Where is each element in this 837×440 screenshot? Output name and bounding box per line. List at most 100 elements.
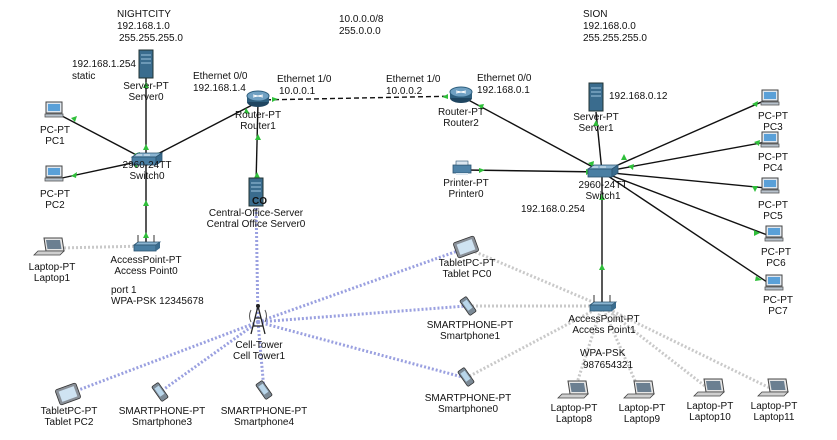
co-tag: CO [252,196,267,207]
ap0-label[interactable]: AccessPoint-PT Access Point0 [106,255,186,277]
smartphone1-icon[interactable] [459,295,477,317]
device-name: Tablet PC2 [44,417,94,428]
pc4-label[interactable]: PC-PT PC4 [748,152,798,174]
server1-ip-note: 192.168.0.12 [609,91,668,102]
status-indicator [71,116,77,122]
status-indicator [628,164,634,170]
accesspoint1-icon[interactable] [589,294,617,312]
router1-label[interactable]: Router-PT Router1 [228,110,288,132]
pc5-label[interactable]: PC-PT PC5 [748,200,798,222]
celltower-label[interactable]: Cell-Tower Cell Tower1 [224,340,294,362]
status-indicator [143,232,149,238]
router2-wan-if: Ethernet 1/0 [386,74,441,85]
co-server-label[interactable]: Central-Office-Server Central Office Ser… [196,208,316,230]
laptop11-icon[interactable] [757,378,789,397]
printer0-label[interactable]: Printer-PT Printer0 [436,178,496,200]
link-printer0-switch1[interactable] [465,169,603,173]
pc4-icon[interactable] [760,131,780,148]
device-type: SMARTPHONE-PT [424,393,512,404]
status-indicator [599,194,605,200]
laptop10-label[interactable]: Laptop-PT Laptop10 [680,401,740,423]
pc2-icon[interactable] [44,165,64,182]
tablet2-label[interactable]: TabletPC-PT Tablet PC2 [34,406,104,428]
link-pc6-switch1[interactable] [601,171,771,237]
network-ip-sion: 192.168.0.0 [583,21,636,32]
server1-label[interactable]: Server-PT Server1 [566,112,626,134]
pc6-label[interactable]: PC-PT PC6 [751,247,801,269]
device-type: Laptop-PT [28,262,76,273]
pc7-icon[interactable] [764,274,784,291]
server0-icon[interactable] [138,49,154,79]
server0-label[interactable]: Server-PT Server0 [118,81,174,103]
pc1-icon[interactable] [44,101,64,118]
link-pc5-switch1[interactable] [601,171,767,189]
laptop9-label[interactable]: Laptop-PT Laptop9 [612,403,672,425]
link-pc3-switch1[interactable] [601,99,767,173]
link-router2-switch1[interactable] [460,95,603,173]
ap1-label[interactable]: AccessPoint-PT Access Point1 [564,314,644,336]
tablet2-icon[interactable] [54,382,82,406]
laptop1-icon[interactable] [33,237,65,256]
link-router1-switch0[interactable] [145,101,259,161]
switch0-label[interactable]: 2960-24TT Switch0 [112,160,182,182]
status-indicator [599,264,605,270]
network-mask-nightcity: 255.255.255.0 [119,33,183,44]
device-type: PC-PT [758,200,788,211]
router1-wan-ip: 10.0.0.1 [279,86,316,97]
pc5-icon[interactable] [760,177,780,194]
link-router1-router2[interactable] [257,95,462,101]
device-type: Laptop-PT [618,403,666,414]
smartphone0-icon[interactable] [457,366,475,388]
switch1-icon[interactable] [587,164,619,178]
status-indicator [478,104,484,110]
printer0-icon[interactable] [452,160,472,176]
link-pc1-switch0[interactable] [61,115,147,161]
device-name: Smartphone1 [439,331,501,342]
device-type: Laptop-PT [686,401,734,412]
smartphone1-label[interactable]: SMARTPHONE-PT Smartphone1 [420,320,520,342]
smartphone4-label[interactable]: SMARTPHONE-PT Smartphone4 [214,406,314,428]
status-indicator [143,82,149,88]
router1-icon[interactable] [246,90,270,108]
laptop1-label[interactable]: Laptop-PT Laptop1 [22,262,82,284]
device-type: Cell-Tower [235,340,283,351]
pc3-label[interactable]: PC-PT PC3 [748,111,798,133]
tablet0-label[interactable]: TabletPC-PT Tablet PC0 [432,258,502,280]
laptop9-icon[interactable] [623,380,655,399]
laptop10-icon[interactable] [693,378,725,397]
router2-label[interactable]: Router-PT Router2 [431,107,491,129]
smartphone3-label[interactable]: SMARTPHONE-PT Smartphone3 [112,406,212,428]
cell-tower-icon[interactable] [249,304,267,335]
link-router1-coserver[interactable] [255,101,259,185]
device-name: PC4 [763,163,783,174]
tablet0-icon[interactable] [452,235,480,259]
pc2-label[interactable]: PC-PT PC2 [30,189,80,211]
status-indicator [588,161,594,167]
network-mask-sion: 255.255.255.0 [583,33,647,44]
laptop11-label[interactable]: Laptop-PT Laptop11 [744,401,804,423]
cell-tower-tablet0 [257,246,467,324]
device-type: Printer-PT [443,178,489,189]
device-name: Router1 [240,121,276,132]
device-type: AccessPoint-PT [110,255,182,266]
switch1-label[interactable]: 2960-24TT Switch1 [568,180,638,202]
device-type: Server-PT [573,112,619,123]
ap0-port-note: port 1 [111,285,137,296]
server1-icon[interactable] [588,82,604,112]
accesspoint0-icon[interactable] [133,234,161,252]
wireless-ap1-laptop8 [572,305,604,393]
link-pc7-switch1[interactable] [601,171,771,285]
smartphone4-icon[interactable] [255,379,273,401]
pc6-icon[interactable] [764,225,784,242]
device-name: Switch1 [585,191,621,202]
pc7-label[interactable]: PC-PT PC7 [753,295,803,317]
router2-icon[interactable] [449,86,473,104]
laptop8-label[interactable]: Laptop-PT Laptop8 [544,403,604,425]
pc1-label[interactable]: PC-PT PC1 [30,125,80,147]
laptop8-icon[interactable] [557,380,589,399]
device-name: Laptop9 [623,414,661,425]
smartphone0-label[interactable]: SMARTPHONE-PT Smartphone0 [418,393,518,415]
pc3-icon[interactable] [760,89,780,106]
device-type: AccessPoint-PT [568,314,640,325]
smartphone3-icon[interactable] [151,381,169,403]
